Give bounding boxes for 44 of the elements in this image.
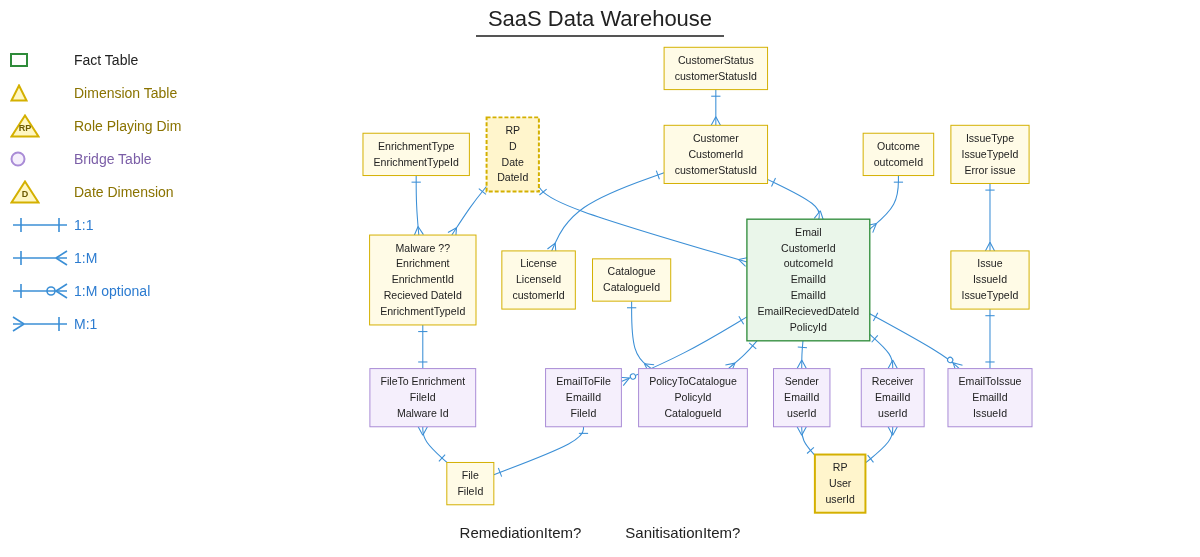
connector: [767, 177, 824, 221]
node-box: License LicenseId customerId: [501, 250, 576, 310]
connector: [869, 333, 898, 370]
legend-label: 1:M: [74, 250, 98, 266]
legend-label: M:1: [74, 316, 98, 332]
node-box: Receiver EmailId userId: [860, 368, 925, 428]
node-box: Malware ?? Enrichment EnrichmentId Recieved DateId EnrichmentTypeId: [369, 234, 477, 326]
node-box: FileTo Enrichment FileId Malware Id: [369, 368, 477, 428]
note-text: SanitisationItem?: [625, 524, 741, 541]
node-box: Email CustomerId outcomeId EmailId EmailId EmailRecievedDateId PolicyId: [746, 218, 871, 342]
connector: [417, 324, 428, 370]
node-box: RP D Date DateId: [485, 116, 540, 193]
connector: [493, 426, 589, 478]
connector: [796, 426, 816, 456]
connector: [710, 89, 721, 126]
connector: [984, 182, 996, 252]
legend-label: Dimension Table: [74, 85, 178, 101]
node-box: Catalogue CatalogueId: [592, 258, 672, 302]
node-box: Customer CustomerId customerStatusId: [663, 124, 769, 184]
node-box: EnrichmentType EnrichmentTypeId: [362, 132, 470, 177]
node-box: Issue IssueId IssueTypeId: [950, 250, 1030, 310]
diagram-title: SaaS Data Warehouse: [475, 6, 725, 37]
legend-label: Date Dimension: [74, 184, 174, 200]
connector: [411, 175, 424, 236]
node-box: PolicyToCatalogue PolicyId CatalogueId: [638, 368, 748, 428]
connector: [417, 426, 448, 463]
node-box: Outcome outcomeId: [862, 132, 935, 177]
legend-label: Bridge Table: [74, 151, 152, 167]
legend-label: Fact Table: [74, 52, 139, 68]
node-box: EmailToIssue EmailId IssueId: [947, 368, 1033, 428]
node-box: File FileId: [446, 461, 495, 506]
connector: [984, 308, 996, 370]
badge-label: D: [20, 188, 30, 200]
connector: [796, 340, 808, 370]
node-box: IssueType IssueTypeId Error issue: [950, 124, 1030, 184]
node-box: CustomerStatus customerStatusId: [663, 46, 769, 91]
node-box: Sender EmailId userId: [773, 368, 831, 428]
legend-label: Role Playing Dim: [74, 118, 182, 134]
node-box: RP User userId: [813, 453, 867, 514]
badge-label: RP: [17, 122, 33, 134]
legend-label: 1:1: [74, 217, 94, 233]
legend-label: 1:M optional: [74, 283, 151, 299]
node-box: EmailToFile EmailId FileId: [545, 368, 622, 428]
note-text: RemediationItem?: [459, 524, 582, 541]
